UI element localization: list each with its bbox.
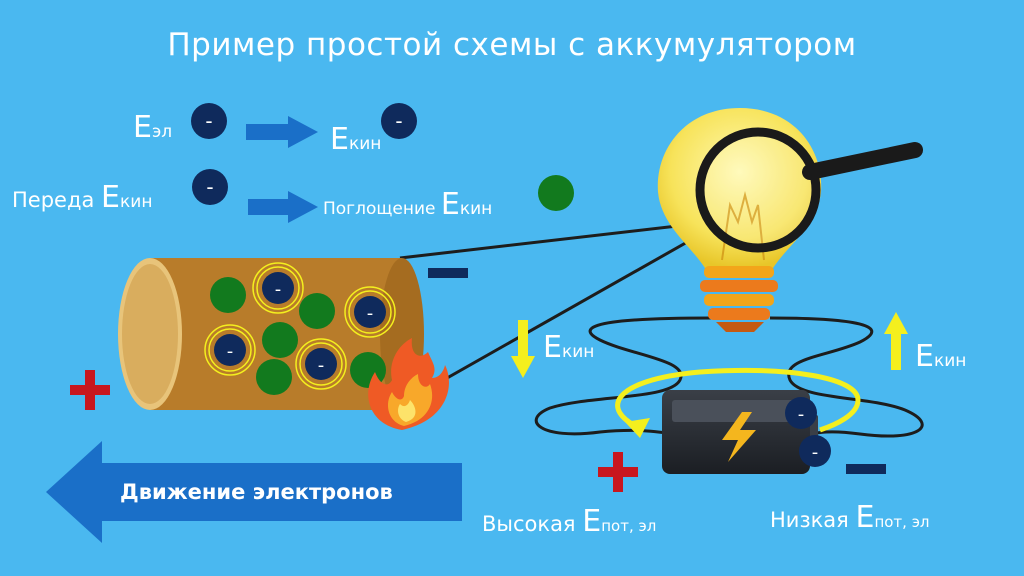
legend-absorbed-particle [538,175,574,211]
plus-sign-left [70,370,110,410]
legend-ekin-label: Eкин [330,122,382,157]
legend-arrow-row2 [248,191,318,223]
electron-sign: - [205,109,212,133]
electron-sign: - [812,442,819,463]
electron-sign: - [275,279,282,300]
electron-sign: - [227,341,234,362]
wire-loop-left [534,316,713,438]
absorbed-particle [210,277,246,313]
plus-sign-battery [598,452,638,492]
legend-absorption-label: Поглощение Eкин [323,187,493,222]
battery-high-potential-label: Высокая Eпот, эл [482,504,657,539]
legend-transfer-label: Переда Eкин [12,180,153,215]
battery-electron-2: - [799,435,831,467]
absorbed-particle [299,293,335,329]
legend-electron-3: - [192,169,228,205]
yellow-arrowhead [625,418,650,438]
page-title: Пример простой схемы с аккумулятором [167,27,857,63]
battery-icon [662,390,818,474]
absorbed-particle [256,359,292,395]
legend-eel-label: Eэл [133,110,173,145]
bulb-left-ekin-label: Eкин [543,330,595,365]
bulb-right-ekin-label: Eкин [915,339,967,374]
electron-flow-arrow [46,441,462,543]
legend-electron-1: - [191,103,227,139]
radiating-electron: - [204,324,256,376]
yellow-circular-arrow [615,368,861,433]
minus-sign-cylinder [428,268,468,278]
legend-arrow-row1 [246,116,318,148]
wire-loop-right [769,316,924,438]
electron-sign: - [395,109,402,133]
magnifier-icon [695,127,923,253]
radiating-electron: - [344,286,396,338]
legend-electron-2: - [381,103,417,139]
electron-sign: - [318,355,325,376]
arrow-up-ekin [884,312,908,370]
absorbed-particle [262,322,298,358]
battery-low-potential-label: Низкая Eпот, эл [770,500,930,535]
wire-top [399,220,713,260]
electron-flow-label: Движение электронов [120,480,393,504]
minus-sign-battery [846,464,886,474]
arrow-down-ekin [511,320,535,378]
battery-electron-1: - [785,397,817,429]
fire-icon [368,338,449,430]
electron-sign: - [206,175,213,199]
electron-sign: - [367,303,374,324]
radiating-electron: - [295,338,347,390]
light-bulb-icon [657,108,822,332]
radiating-electron: - [252,262,304,314]
wire-bottom [439,226,713,384]
electron-sign: - [798,404,805,425]
